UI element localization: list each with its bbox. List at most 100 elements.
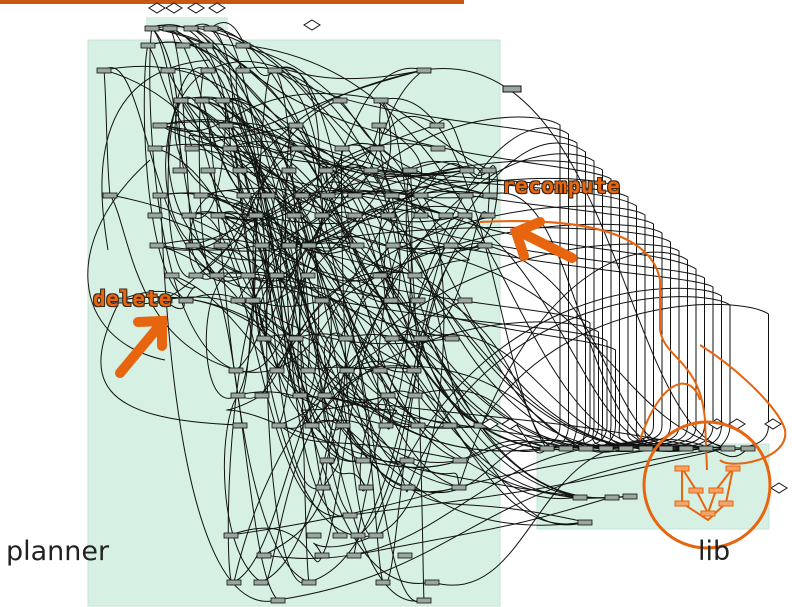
graph-node (150, 243, 164, 248)
graph-node (343, 513, 357, 518)
graph-node (579, 446, 593, 451)
graph-node (182, 213, 196, 218)
graph-node (384, 298, 398, 303)
graph-node (231, 298, 245, 303)
graph-node (318, 393, 332, 398)
graph-node (619, 446, 633, 451)
graph-node (414, 336, 428, 341)
graph-node (227, 580, 241, 585)
graph-node (153, 193, 167, 198)
graph-node (414, 213, 428, 218)
graph-node (414, 193, 428, 198)
lib-highlight-node (709, 488, 723, 493)
graph-node (174, 98, 188, 103)
graph-node (369, 533, 383, 538)
graph-node (459, 193, 473, 198)
source-node (771, 483, 787, 493)
lib-highlight-node (675, 501, 689, 506)
lib-highlight-node (689, 488, 703, 493)
graph-node (381, 213, 395, 218)
graph-node (373, 273, 387, 278)
graph-node (261, 193, 275, 198)
graph-node (270, 368, 284, 373)
graph-node (145, 26, 159, 31)
source-node (166, 3, 182, 13)
graph-node (573, 495, 587, 500)
graph-node (458, 213, 472, 218)
graph-node (97, 68, 111, 73)
graph-node (417, 68, 431, 73)
lib-cluster-label: lib (698, 536, 730, 567)
graph-node (201, 168, 215, 173)
graph-node (559, 446, 573, 451)
graph-node (503, 86, 521, 92)
graph-node (216, 98, 230, 103)
graph-node (351, 533, 365, 538)
graph-node (186, 243, 200, 248)
graph-node (453, 458, 467, 463)
graph-node (271, 598, 285, 603)
graph-node (605, 495, 619, 500)
graph-node (282, 168, 296, 173)
graph-node (173, 168, 187, 173)
graph-node (443, 423, 457, 428)
graph-node (356, 458, 370, 463)
graph-node (350, 243, 364, 248)
graph-node (452, 485, 466, 490)
graph-node (163, 26, 177, 31)
graph-node (373, 368, 387, 373)
source-node (209, 3, 225, 13)
graph-node (372, 123, 386, 128)
graph-node (223, 146, 237, 151)
graph-node (578, 520, 592, 525)
graph-node (386, 243, 400, 248)
graph-node (185, 146, 199, 151)
graph-node (293, 393, 307, 398)
graph-node (316, 485, 330, 490)
graph-node (231, 393, 245, 398)
graph-node (189, 273, 203, 278)
graph-node (233, 423, 247, 428)
graph-node (282, 243, 296, 248)
graph-node (425, 580, 439, 585)
graph-node (270, 273, 284, 278)
graph-node (370, 146, 384, 151)
graph-node (439, 213, 453, 218)
graph-node (364, 168, 378, 173)
graph-node (305, 423, 319, 428)
graph-node (204, 26, 218, 31)
graph-node (210, 273, 224, 278)
graph-node (445, 336, 459, 341)
graph-node (257, 553, 271, 558)
graph-node (483, 193, 497, 198)
graph-node (161, 68, 175, 73)
graph-node (430, 123, 444, 128)
graph-node (184, 26, 198, 31)
graph-node (444, 243, 458, 248)
graph-node (699, 446, 713, 451)
graph-node (401, 485, 415, 490)
graph-node (348, 193, 362, 198)
graph-node (321, 193, 335, 198)
graph-node (255, 243, 269, 248)
graph-node (268, 68, 282, 73)
graph-node (194, 193, 208, 198)
graph-node (403, 168, 417, 173)
graph-node (249, 213, 263, 218)
lib-highlight-node (675, 466, 689, 471)
graph-node (482, 168, 496, 173)
graph-node (359, 485, 373, 490)
graph-node (400, 458, 414, 463)
graph-node (333, 533, 347, 538)
graph-node (179, 298, 193, 303)
graph-node (153, 123, 167, 128)
graph-node (301, 368, 315, 373)
graph-node (254, 580, 268, 585)
graph-node (295, 193, 309, 198)
graph-node (315, 298, 329, 303)
graph-node (481, 213, 495, 218)
graph-node (315, 553, 329, 558)
graph-node (219, 123, 233, 128)
graph-node (458, 298, 472, 303)
graph-node (348, 213, 362, 218)
